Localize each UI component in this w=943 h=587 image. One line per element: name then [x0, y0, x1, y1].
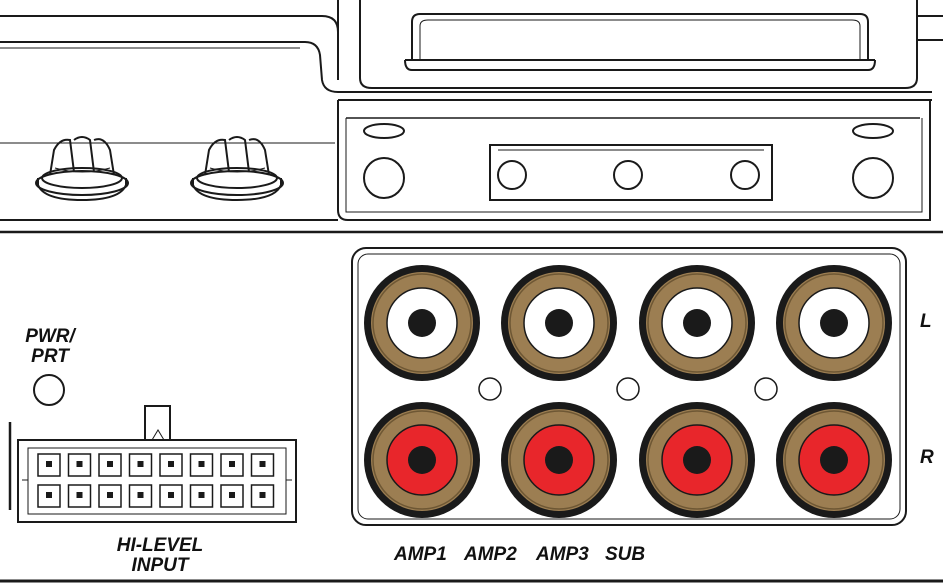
connector-pin	[98, 453, 122, 477]
pwr-prt-label-line1: PWR/	[25, 326, 75, 347]
rca-jack-amp1-right[interactable]	[364, 402, 480, 518]
channel-right-label: R	[920, 447, 934, 468]
hi-level-input-label: HI-LEVEL INPUT	[100, 536, 220, 576]
knob-left[interactable]	[35, 136, 129, 202]
rca-spacers	[478, 377, 778, 401]
rca-jack-sub-right[interactable]	[776, 402, 892, 518]
hi-level-input-label-line2: INPUT	[131, 555, 189, 576]
hi-level-input-label-line1: HI-LEVEL	[116, 535, 204, 556]
channel-left-label: L	[920, 311, 932, 332]
connector-pin	[67, 453, 92, 477]
rca-jack-amp2-right[interactable]	[501, 402, 617, 518]
rca-jack-amp2-left[interactable]	[501, 265, 617, 381]
pwr-prt-led	[33, 374, 65, 406]
rca-jack-amp3-left[interactable]	[639, 265, 755, 381]
rca-panel	[351, 247, 907, 526]
connector-pin	[98, 484, 122, 508]
pwr-prt-label: PWR/ PRT	[18, 327, 82, 367]
connector-pin	[37, 453, 61, 477]
connector-pin	[128, 453, 153, 477]
rca-jack-amp3-right[interactable]	[639, 402, 755, 518]
connector-pin	[220, 484, 244, 508]
top-housing	[0, 0, 943, 234]
connector-pin	[128, 484, 153, 508]
rca-jack-grid	[364, 265, 892, 518]
connector-pin	[189, 484, 214, 508]
connector-pin	[67, 484, 92, 508]
connector-pin	[250, 453, 275, 477]
rca-column-label-sub: SUB	[605, 544, 646, 565]
front-plate-details	[363, 123, 894, 201]
rca-jack-amp1-left[interactable]	[364, 265, 480, 381]
rca-column-label-amp2: AMP2	[464, 544, 517, 565]
connector-pin	[37, 484, 61, 508]
pwr-prt-label-line2: PRT	[31, 346, 69, 367]
rca-column-label-amp1: AMP1	[394, 544, 447, 565]
connector-pin	[250, 484, 275, 508]
connector-pin	[159, 484, 183, 508]
connector-pin	[189, 453, 214, 477]
rca-jack-sub-left[interactable]	[776, 265, 892, 381]
connector-pin	[220, 453, 244, 477]
hi-level-input-connector[interactable]	[8, 405, 297, 523]
connector-pins	[37, 453, 275, 508]
connector-pin	[159, 453, 183, 477]
knob-right[interactable]	[190, 136, 284, 202]
rca-column-label-amp3: AMP3	[536, 544, 589, 565]
